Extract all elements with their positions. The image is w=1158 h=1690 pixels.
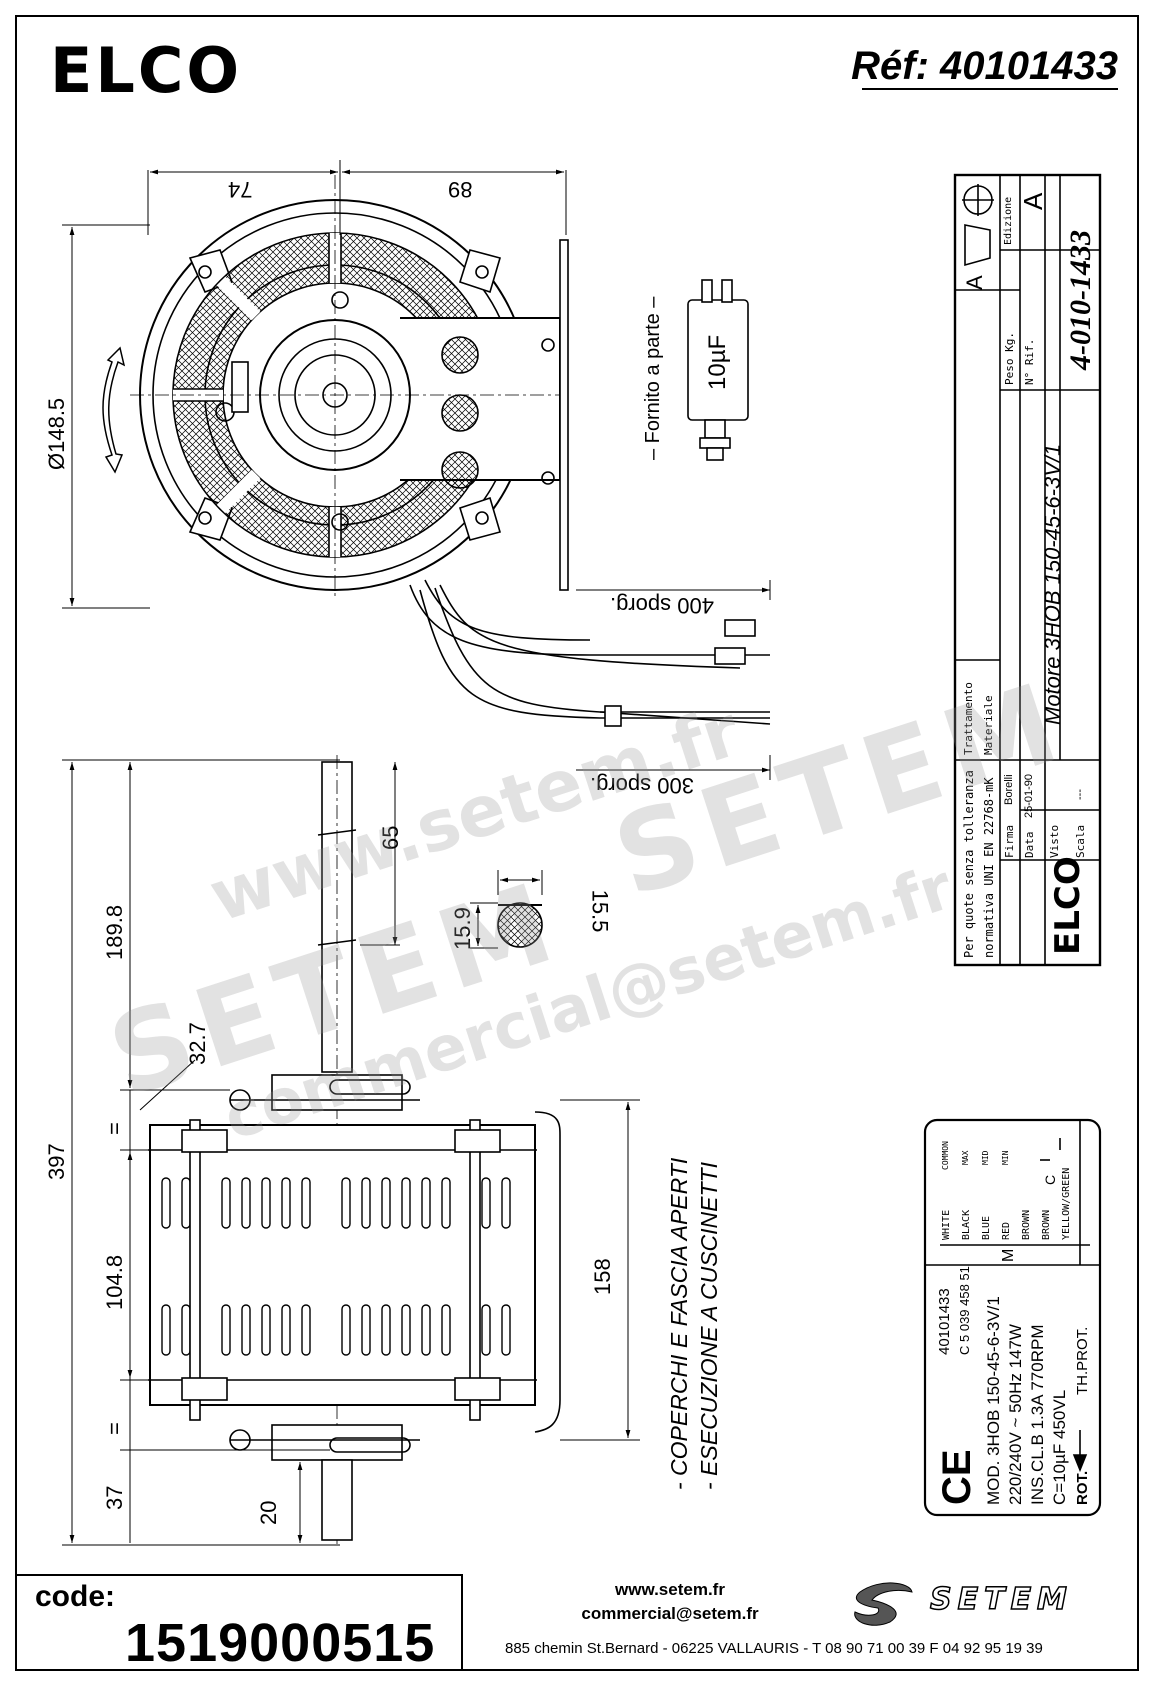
- nameplate-capacitor: C=10µF 450VL: [1050, 1389, 1069, 1505]
- tb-peso: Peso Kg.: [1003, 332, 1016, 385]
- nameplate-electrical: 220/240V ~ 50Hz 147W: [1006, 1324, 1025, 1505]
- speed-label: COMMON: [941, 1141, 950, 1170]
- dim-158: 158: [590, 1258, 615, 1295]
- note-line-2: - ESECUZIONE A CUSCINETTI: [696, 1162, 722, 1490]
- dim-104-8: 104.8: [102, 1254, 127, 1310]
- nameplate-insulation: INS.CL.B 1.3A 770RPM: [1028, 1324, 1047, 1505]
- wire-label: BLUE: [981, 1215, 992, 1240]
- nameplate-motor-symbol: M: [1000, 1248, 1017, 1262]
- dim-20: 20: [256, 1500, 281, 1525]
- motor-side-view: [148, 755, 561, 1545]
- speed-label: MIN: [1001, 1150, 1010, 1165]
- code-box: code: 1519000515: [15, 1574, 463, 1673]
- capacitor-value: 10µF: [704, 334, 731, 390]
- ce-mark: CE: [935, 1449, 979, 1505]
- dim-37: 37: [102, 1485, 127, 1510]
- dim-74: 74: [228, 177, 253, 202]
- code-label: code:: [35, 1580, 116, 1613]
- tb-scala-value: ---: [1074, 789, 1086, 800]
- capacitor: [687, 279, 749, 461]
- rotation-arrow: [102, 346, 126, 474]
- nameplate-capacitor-symbol: C: [1042, 1174, 1058, 1185]
- tb-data: Data: [1023, 831, 1036, 859]
- dim-89: 89: [448, 177, 473, 202]
- dim-diameter: Ø148.5: [44, 397, 69, 470]
- speed-label: MAX: [961, 1150, 970, 1165]
- tb-scala: Scala: [1074, 824, 1087, 858]
- footer-website[interactable]: www.setem.fr: [615, 1580, 725, 1599]
- tb-firma: Firma: [1003, 824, 1016, 858]
- ventilation-slots: [161, 1177, 511, 1356]
- tb-n-rif: N° Rif.: [1023, 338, 1036, 385]
- nameplate-model: MOD. 3HOB 150-45-6-3V/1: [984, 1296, 1003, 1505]
- footer-contact: www.setem.fr commercial@setem.fr: [560, 1578, 780, 1626]
- tb-drawing-number: 4-010-1433: [1064, 230, 1097, 370]
- dim-lead-long: 400 sporg.: [610, 593, 714, 618]
- footer-email[interactable]: commercial@setem.fr: [581, 1604, 759, 1623]
- nameplate-code-2: C 5 039 458 51: [957, 1266, 972, 1355]
- reference-underline: [862, 88, 1118, 90]
- wire-label: BLACK: [961, 1209, 972, 1240]
- code-value: 1519000515: [125, 1613, 436, 1673]
- dim-equal-bottom: =: [102, 1422, 127, 1435]
- dim-397: 397: [44, 1143, 69, 1180]
- nameplate-thermal-protection: TH.PROT.: [1074, 1326, 1091, 1395]
- wire-label: RED: [1001, 1221, 1012, 1240]
- dim-equal-top: =: [102, 1122, 127, 1135]
- tb-visto: Visto: [1048, 824, 1061, 858]
- reference-number: Réf: 40101433: [851, 44, 1118, 88]
- footer-address: 885 chemin St.Bernard - 06225 VALLAURIS …: [505, 1640, 1043, 1657]
- nameplate: [923, 1118, 1102, 1517]
- tb-revision: A: [962, 275, 987, 290]
- setem-brand: SETEM: [929, 1581, 1073, 1618]
- dim-189-8: 189.8: [102, 904, 127, 960]
- tb-edizione-value: A: [1018, 192, 1048, 210]
- elco-logo: ELCO: [50, 34, 243, 107]
- wire-label: WHITE: [941, 1209, 952, 1240]
- wire-label: BROWN: [1021, 1209, 1032, 1240]
- tb-edizione: Edizione: [1003, 196, 1014, 245]
- wire-label: BROWN: [1041, 1209, 1052, 1240]
- capacitor-note: – Fornito a parte –: [642, 296, 664, 460]
- note-line-1: - COPERCHI E FASCIA APERTI: [666, 1157, 692, 1490]
- speed-label: MID: [981, 1150, 990, 1165]
- tb-elco-logo: ELCO: [1048, 856, 1088, 955]
- nameplate-code-1: 40101433: [936, 1288, 953, 1355]
- nameplate-rotation: ROT.: [1074, 1470, 1091, 1505]
- drawing-frame: [15, 15, 1139, 1671]
- motor-front-view: [130, 175, 771, 727]
- wire-label: YELLOW/GREEN: [1061, 1167, 1072, 1240]
- dim-15-5: 15.5: [587, 889, 613, 933]
- title-block: [953, 173, 1102, 967]
